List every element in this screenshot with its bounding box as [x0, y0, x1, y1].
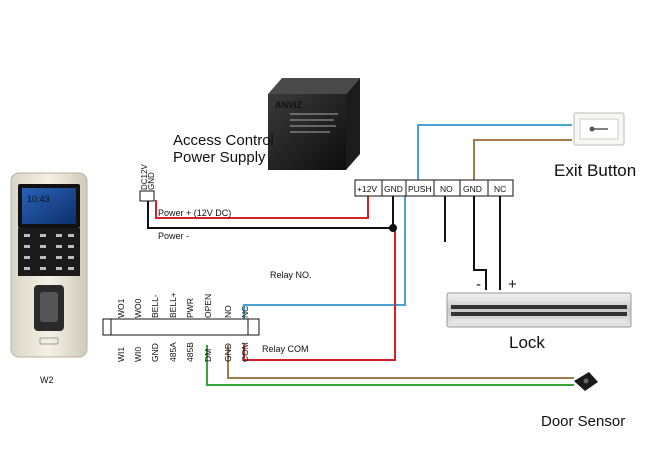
exit-button: [573, 112, 625, 146]
pin-label-bottom: GND: [223, 343, 233, 362]
wire-blue: [243, 124, 572, 330]
relay-no-label: Relay NO.: [270, 270, 312, 280]
lock-plus-label: +: [508, 276, 517, 293]
lock-minus-label: -: [476, 276, 481, 293]
w2-device: 10:43 W2: [10, 172, 88, 385]
pin-label-top: WO1: [116, 298, 126, 318]
magnetic-lock: [446, 292, 632, 328]
terminal-label: NO: [440, 184, 453, 194]
dc-jack-gnd-label: GND: [147, 172, 156, 190]
terminal-label: NC: [494, 184, 506, 194]
dc-jack-label: DC12V: [140, 164, 149, 190]
device-screen-time: 10:43: [27, 194, 50, 204]
wire-brown: [227, 139, 574, 379]
door-sensor-label: Door Sensor: [541, 413, 625, 430]
pin-label-bottom: 485A: [168, 342, 178, 362]
power-minus-label: Power -: [158, 231, 189, 241]
device-model-label: W2: [40, 375, 54, 385]
dc-jack: DC12V GND: [139, 164, 156, 202]
terminal-label: GND: [384, 184, 403, 194]
psu-title-line2: Power Supply: [173, 149, 266, 166]
pin-label-bottom: WI0: [133, 347, 143, 362]
power-supply: ANVIZ: [268, 78, 360, 170]
exit-button-label: Exit Button: [554, 161, 636, 180]
wire-black: [147, 195, 501, 290]
pin-label-top: OPEN: [203, 294, 213, 318]
pin-label-top: BELL+: [168, 292, 178, 318]
terminal-label: GND: [463, 184, 482, 194]
pin-label-bottom: COM: [240, 342, 250, 362]
power-plus-label: Power + (12V DC): [158, 208, 231, 218]
pin-label-top: PWR: [185, 298, 195, 318]
psu-title-line1: Access Control: [173, 132, 274, 149]
pin-label-bottom: GND: [150, 343, 160, 362]
terminal-block: +12V GND PUSH NO GND NC: [354, 179, 514, 197]
device-keypad: [24, 234, 74, 270]
wire-junction-dot: [389, 224, 397, 232]
pin-label-top: NO: [223, 305, 233, 318]
door-sensor: [574, 372, 598, 391]
relay-com-label: Relay COM: [262, 344, 309, 354]
pin-label-top: WO0: [133, 298, 143, 318]
psu-brand: ANVIZ: [275, 100, 303, 110]
lock-label: Lock: [509, 333, 545, 352]
terminal-label: +12V: [357, 184, 377, 194]
device-connector: WO1 WO0 BELL- BELL+ PWR OPEN NO NC WI1 W…: [102, 292, 260, 362]
wire-green: [206, 345, 574, 386]
device-screen: [22, 188, 76, 224]
pin-label-top: BELL-: [150, 294, 160, 318]
wire-red: [155, 195, 396, 361]
pin-label-bottom: WI1: [116, 347, 126, 362]
pin-label-top: NC: [240, 306, 250, 318]
pin-label-bottom: 485B: [185, 342, 195, 362]
terminal-label: PUSH: [408, 184, 432, 194]
pin-label-bottom: DM: [203, 349, 213, 362]
